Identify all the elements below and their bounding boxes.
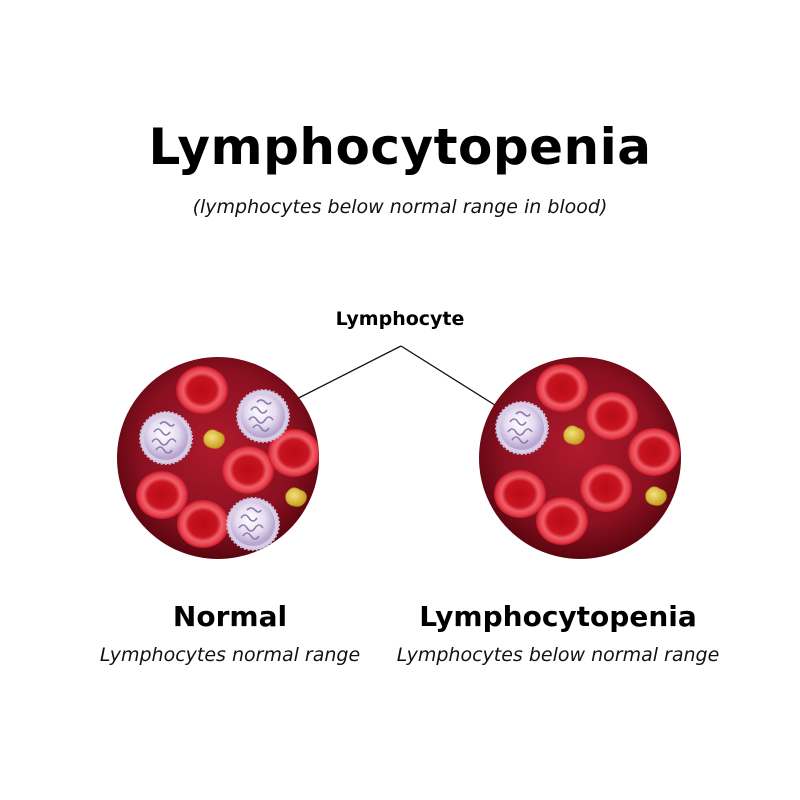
page-title: Lymphocytopenia: [148, 118, 652, 176]
red-blood-cell: [536, 364, 588, 412]
red-blood-cell: [177, 500, 229, 548]
lymphocyte: [226, 497, 280, 551]
lymphocyte: [236, 389, 290, 443]
red-blood-cell: [222, 446, 274, 494]
lymphocytopenia-panel-title: Lymphocytopenia: [419, 600, 697, 633]
callout-lines: [274, 345, 507, 413]
lymphocyte-callout-label: Lymphocyte: [335, 308, 465, 330]
normal-blood-sample: [117, 357, 319, 559]
red-blood-cell: [494, 470, 546, 518]
red-blood-cell: [586, 392, 638, 440]
red-blood-cell: [176, 366, 228, 414]
page-subtitle: (lymphocytes below normal range in blood…: [192, 196, 608, 218]
red-blood-cell: [136, 471, 188, 519]
lymphocyte: [139, 411, 193, 465]
lymphocytopenia-panel-subtitle: Lymphocytes below normal range: [396, 644, 720, 666]
red-blood-cell: [536, 497, 588, 545]
red-blood-cell: [628, 428, 680, 476]
lymphocyte: [495, 401, 549, 455]
lymphocytopenia-blood-sample: [479, 357, 681, 559]
normal-panel-title: Normal: [172, 600, 288, 633]
normal-panel-subtitle: Lymphocytes normal range: [99, 644, 361, 666]
red-blood-cell: [580, 464, 632, 512]
